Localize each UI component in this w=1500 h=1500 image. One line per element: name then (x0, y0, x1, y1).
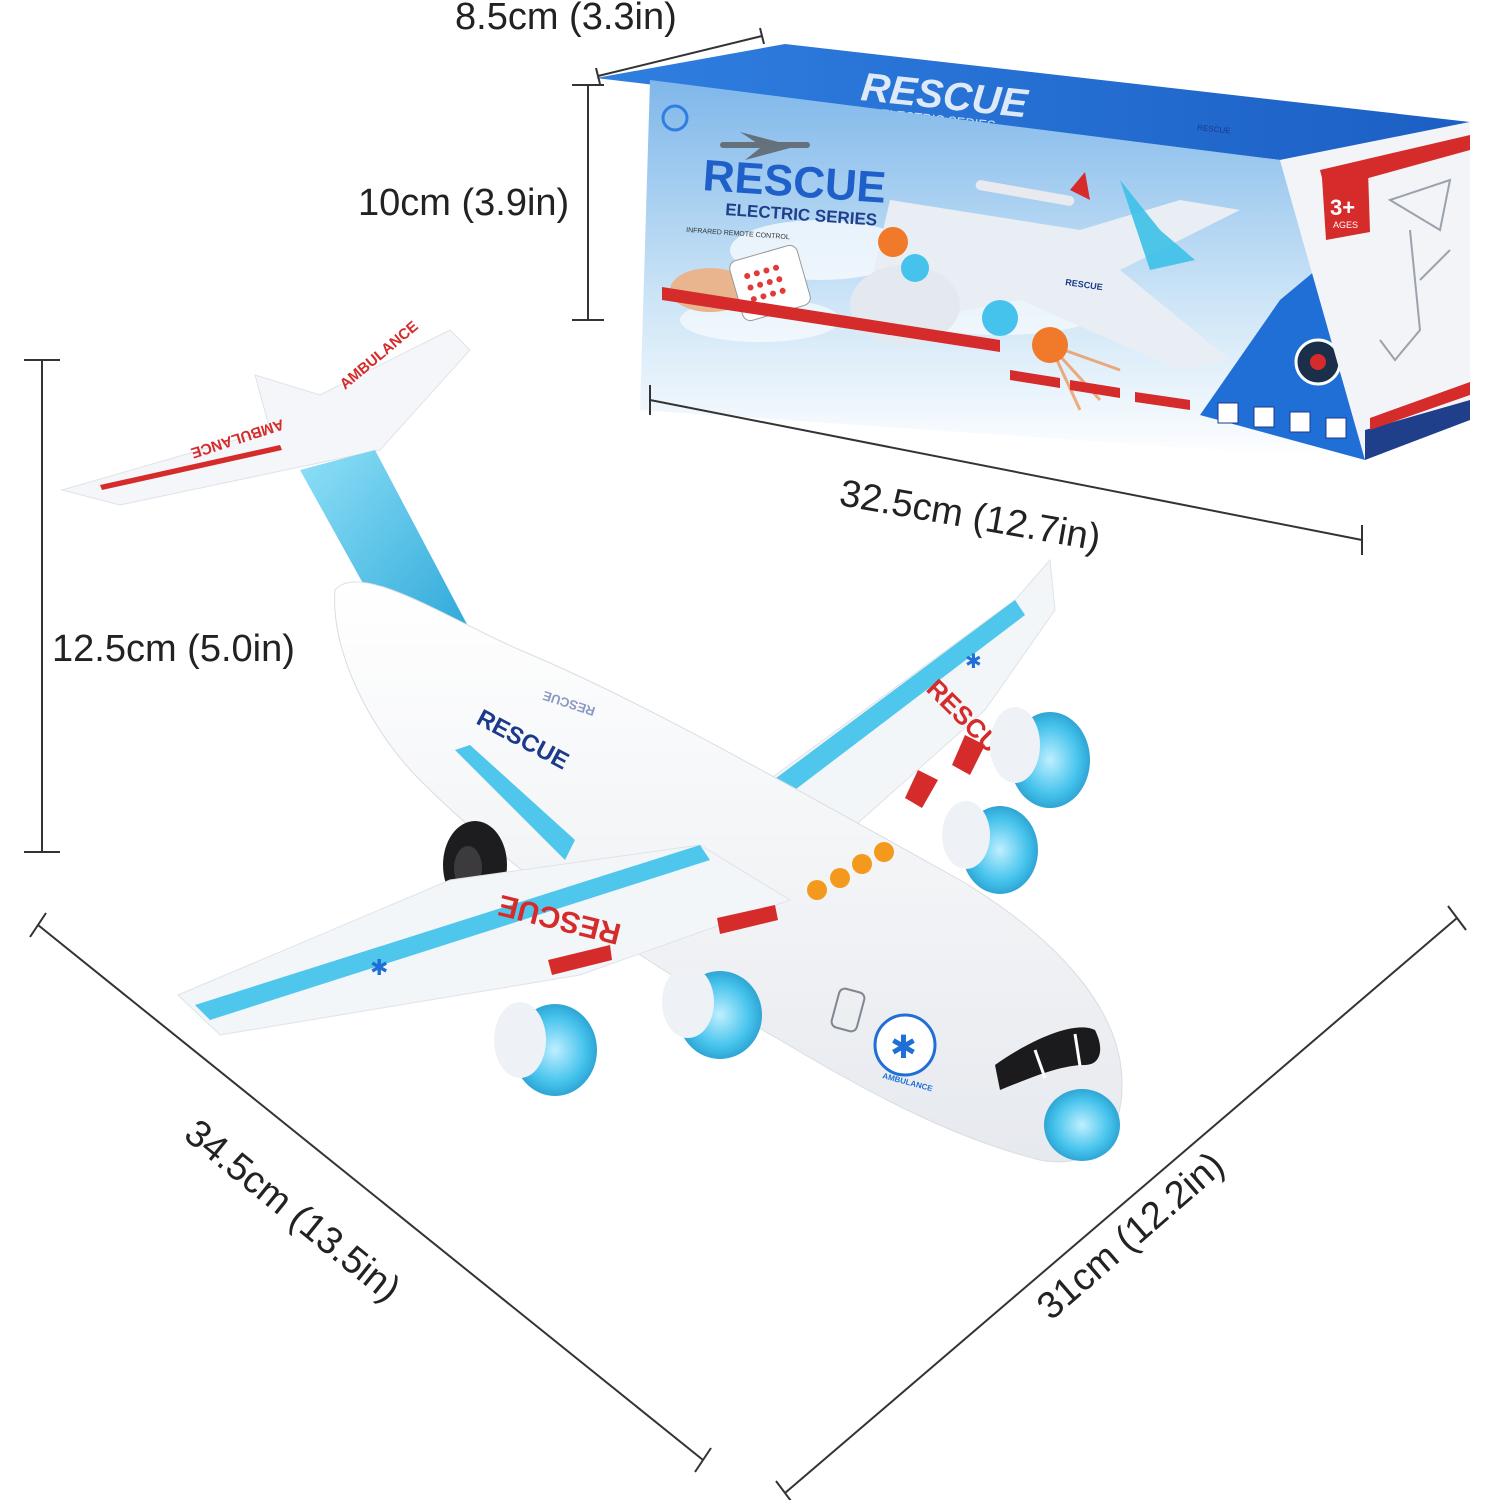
light-icon (1217, 402, 1239, 424)
horizontal-stabilizer (60, 329, 471, 506)
brand-logo (661, 104, 689, 132)
feature-icons (1217, 402, 1347, 439)
box-side-plane-outline (1379, 178, 1452, 362)
music-icon (1253, 406, 1275, 428)
box-side-plane-label: RESCUE (1197, 123, 1231, 135)
box-top-face (596, 44, 1470, 160)
sound-buttons (807, 842, 894, 900)
age-badge (1322, 170, 1370, 240)
box-height-label: 10cm (3.9in) (358, 182, 570, 224)
cargo-door (830, 987, 866, 1033)
sound-button-2 (830, 868, 850, 888)
sound-button-1 (807, 880, 827, 900)
toy-airplane: AMBULANCE AMBULANCE RESCUE RESCUE RESCUE (60, 318, 1123, 1163)
star-of-life-icon: ✱ (890, 1029, 917, 1065)
engine-right-inner (942, 801, 1038, 894)
age-badge-label: AGES (1333, 220, 1358, 230)
left-wing (177, 844, 792, 1036)
sound-button-3 (852, 854, 872, 874)
age-badge-number: 3+ (1330, 195, 1355, 220)
fuselage-window-strip (455, 745, 575, 860)
wing-medical-icon: ✱ (370, 955, 388, 980)
engine-left-inner (662, 966, 762, 1059)
nose-light (1044, 1089, 1120, 1161)
product-box: RESCUE ELECTRIC SERIES RESCUE ELECTRIC S… (596, 44, 1470, 460)
cockpit-windows (995, 1027, 1101, 1090)
dimension-rulers (24, 27, 1467, 1500)
engine-left-outer (494, 1002, 597, 1096)
vertical-fin (300, 450, 470, 650)
motion-icon (1289, 411, 1311, 433)
box-airliner-illustration (720, 132, 810, 160)
sound-button-4 (874, 842, 894, 862)
right-wing-medical-icon: ✱ (965, 651, 982, 673)
plane-height-label: 12.5cm (5.0in) (52, 628, 295, 670)
runway-stripes (662, 287, 1190, 410)
sound-icon (1325, 417, 1347, 439)
box-depth-label: 8.5cm (3.3in) (455, 0, 677, 38)
engine-right-outer (990, 707, 1090, 808)
